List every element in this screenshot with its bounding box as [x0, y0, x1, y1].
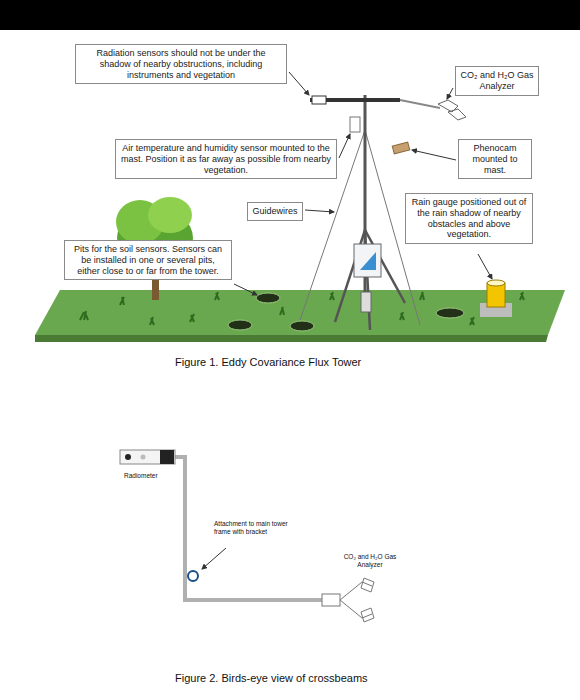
callout-text: CO₂ and H₂O Gas Analyzer — [460, 70, 534, 92]
callout-text: Phenocam mounted to mast. — [463, 143, 527, 175]
callout-box: Radiation sensors should not be under th… — [75, 44, 287, 84]
callout-text: Radiation sensors should not be under th… — [80, 48, 282, 80]
radiometer-sensor — [141, 455, 146, 460]
beam — [175, 457, 322, 600]
logger-box — [361, 292, 371, 312]
ground-surface — [35, 290, 565, 335]
crossbeam — [400, 100, 440, 108]
callout-box: Air temperature and humidity sensor moun… — [115, 139, 337, 179]
temperature-sensor — [350, 117, 360, 132]
bracket — [188, 571, 198, 581]
callout-text: Air temperature and humidity sensor moun… — [120, 143, 332, 175]
callout-box: Pits for the soil sensors. Sensors can b… — [64, 240, 232, 280]
gas-analyzer-head — [340, 578, 374, 622]
gas-analyzer — [322, 594, 340, 606]
callout-text: Pits for the soil sensors. Sensors can b… — [69, 244, 227, 276]
pit — [290, 321, 314, 331]
callout-box: Rain gauge positioned out of the rain sh… — [405, 193, 533, 244]
ground — [35, 290, 565, 342]
callout-box: CO₂ and H₂O Gas Analyzer — [455, 66, 539, 96]
leader-line — [447, 88, 453, 99]
leader-line — [412, 150, 456, 160]
soil-pits — [228, 293, 464, 331]
part-label: Attachment to main tower frame with brac… — [214, 520, 302, 536]
rain-gauge — [480, 280, 512, 317]
leader-line — [234, 284, 257, 295]
radiometer-body — [160, 450, 174, 464]
callout-text: Rain gauge positioned out of the rain sh… — [410, 197, 528, 240]
pit — [228, 320, 252, 330]
gauge-top — [487, 280, 505, 286]
part-label: CO₂ and H₂O Gas Analyzer — [335, 553, 405, 569]
enclosure — [354, 244, 381, 277]
tree-crown — [148, 197, 192, 233]
figure-caption: Figure 1. Eddy Covariance Flux Tower — [175, 356, 435, 369]
leader-line — [478, 254, 492, 279]
part-label: Radiometer — [124, 472, 184, 480]
phenocam — [392, 142, 410, 154]
callout-box: Phenocam mounted to mast. — [458, 139, 532, 179]
callout-box: Guidewires — [247, 202, 303, 221]
plants — [80, 292, 524, 325]
gauge-body — [487, 283, 505, 307]
pit — [436, 308, 464, 318]
ground-edge — [35, 335, 548, 342]
leader-line — [305, 210, 334, 212]
pit — [256, 293, 280, 303]
radiometer — [120, 450, 175, 464]
radiometer — [312, 96, 326, 104]
bracket-pointer — [202, 548, 226, 569]
crossbeam-plan — [120, 450, 374, 622]
callout-text: Guidewires — [252, 206, 298, 217]
top-band — [0, 0, 580, 30]
enclosure-panel — [360, 252, 376, 270]
leader-line — [339, 134, 350, 158]
gas-analyzer — [438, 100, 466, 120]
radiometer-dome — [125, 454, 131, 460]
figure-caption: Figure 2. Birds-eye view of crossbeams — [175, 672, 435, 685]
leader-line — [289, 72, 309, 95]
leader-lines — [234, 72, 492, 295]
